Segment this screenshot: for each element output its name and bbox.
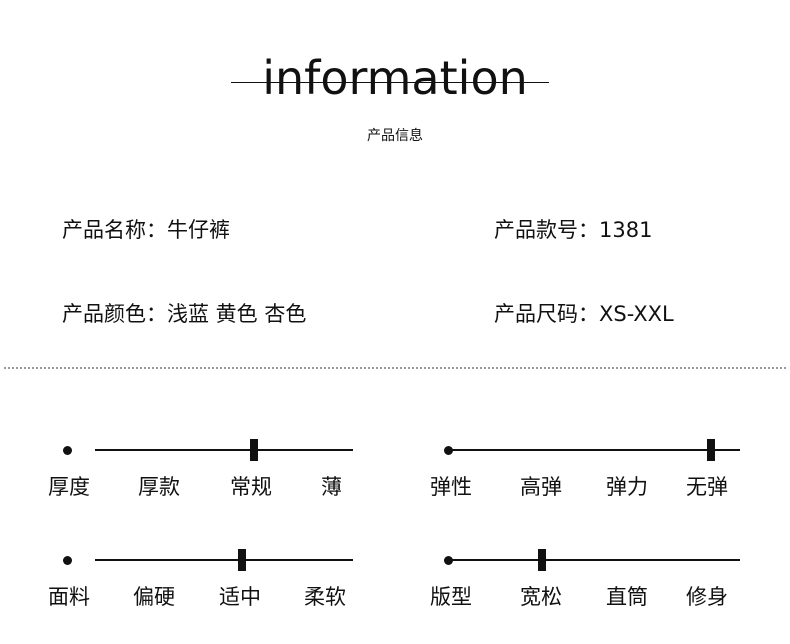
- info-label: 产品款号：: [494, 218, 599, 242]
- info-value: 牛仔裤: [167, 218, 230, 242]
- scale-track-elasticity: [449, 449, 740, 451]
- scale-option: 直筒: [606, 585, 648, 609]
- info-label: 产品尺码：: [494, 302, 599, 326]
- scale-title-fabric: 面料: [48, 585, 90, 609]
- dotted-divider: [4, 367, 786, 369]
- scale-bullet: [63, 556, 72, 565]
- page-subtitle: 产品信息: [367, 128, 423, 144]
- scale-handle-thickness: [250, 439, 258, 461]
- scale-handle-elasticity: [707, 439, 715, 461]
- scale-track-thickness: [95, 449, 353, 451]
- scale-title-fit: 版型: [430, 585, 472, 609]
- page-title: information: [262, 51, 528, 105]
- scale-title-thickness: 厚度: [48, 475, 90, 499]
- info-product-size: 产品尺码：XS-XXL: [494, 300, 674, 328]
- scale-option: 弹力: [606, 475, 648, 499]
- scale-option: 无弹: [686, 475, 728, 499]
- scale-option: 偏硬: [133, 585, 175, 609]
- scale-option: 适中: [219, 585, 261, 609]
- scale-bullet: [444, 556, 453, 565]
- scale-title-elasticity: 弹性: [430, 475, 472, 499]
- scale-option: 高弹: [520, 475, 562, 499]
- title-strike-line: [231, 82, 549, 83]
- info-value: 1381: [599, 218, 653, 242]
- scale-option: 厚款: [138, 475, 180, 499]
- scale-track-fit: [449, 559, 740, 561]
- scale-option: 薄: [321, 475, 342, 499]
- scale-track-fabric: [95, 559, 353, 561]
- info-product-name: 产品名称：牛仔裤: [62, 216, 230, 244]
- scale-handle-fabric: [238, 549, 246, 571]
- info-product-code: 产品款号：1381: [494, 216, 652, 244]
- scale-option: 常规: [230, 475, 272, 499]
- scale-option: 修身: [686, 585, 728, 609]
- scale-bullet: [444, 446, 453, 455]
- info-product-color: 产品颜色：浅蓝 黄色 杏色: [62, 300, 306, 328]
- scale-handle-fit: [538, 549, 546, 571]
- scale-option: 柔软: [304, 585, 346, 609]
- info-label: 产品名称：: [62, 218, 167, 242]
- info-value: 浅蓝 黄色 杏色: [167, 302, 307, 326]
- info-value: XS-XXL: [599, 302, 674, 326]
- scale-bullet: [63, 446, 72, 455]
- scale-option: 宽松: [520, 585, 562, 609]
- info-label: 产品颜色：: [62, 302, 167, 326]
